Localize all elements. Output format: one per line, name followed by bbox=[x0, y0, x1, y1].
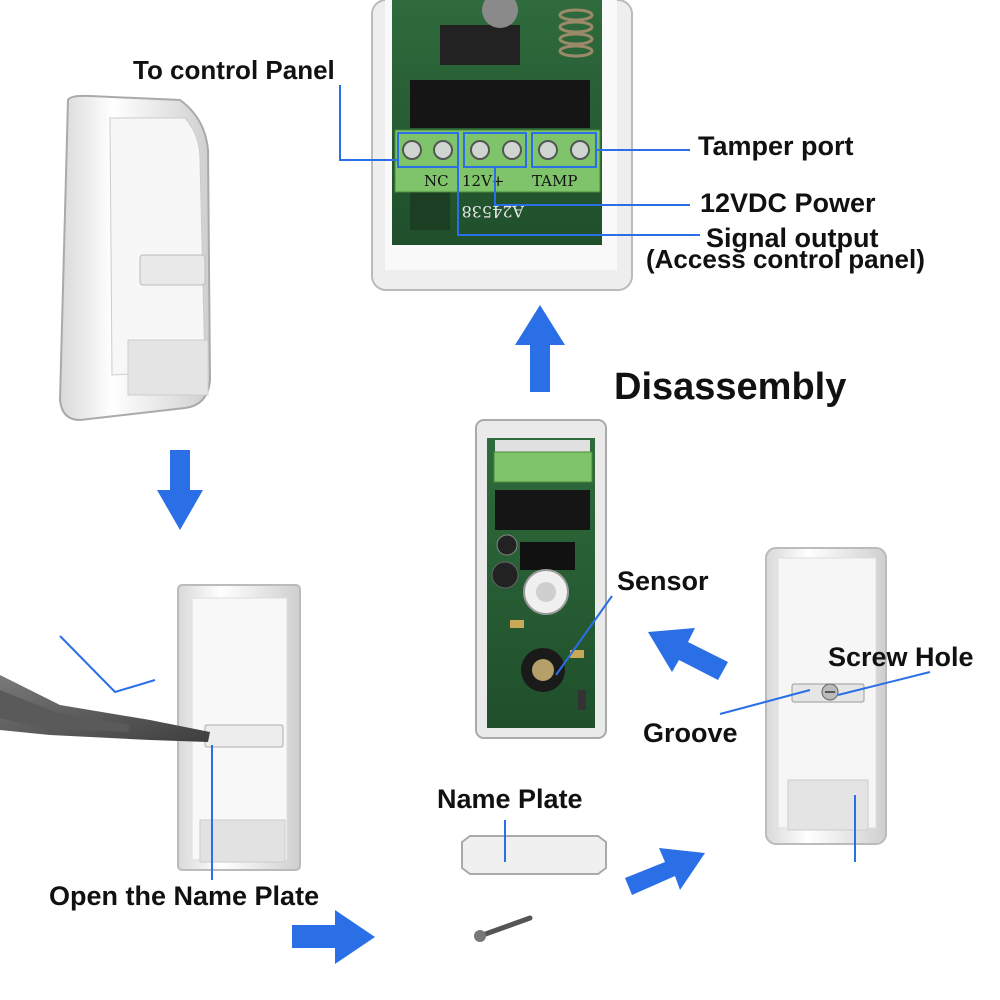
name-plate bbox=[461, 835, 607, 875]
leader-lines-left bbox=[59, 635, 213, 880]
board-code: A24538 bbox=[462, 202, 525, 221]
label-signal-output: Signal output bbox=[706, 223, 879, 253]
screw-hole-icon bbox=[821, 683, 839, 701]
label-screw-hole: Screw Hole bbox=[828, 642, 974, 672]
label-access-control: (Access control panel) bbox=[646, 244, 925, 274]
screw-icon bbox=[474, 915, 533, 942]
pin-label-power: 12V+ bbox=[462, 172, 505, 190]
label-groove: Groove bbox=[643, 718, 738, 748]
detector-open-pcb bbox=[475, 419, 607, 739]
arrow-right-icon bbox=[292, 910, 375, 964]
arrow-left-icon bbox=[648, 628, 728, 680]
label-name-plate: Name Plate bbox=[437, 784, 583, 814]
pin-label-nc: NC bbox=[424, 172, 449, 190]
board-closeup: NC 12V+ TAMP A24538 bbox=[371, 0, 633, 291]
label-sensor: Sensor bbox=[617, 566, 709, 596]
arrow-up-right-icon bbox=[625, 848, 705, 895]
arrow-up-icon bbox=[515, 305, 565, 392]
label-to-control-panel: To control Panel bbox=[133, 55, 335, 85]
leader-lines-top bbox=[339, 85, 700, 236]
label-open-name-plate: Open the Name Plate bbox=[49, 881, 320, 911]
pin-label-tamp: TAMP bbox=[532, 172, 577, 190]
arrow-down-icon bbox=[157, 450, 203, 530]
label-power: 12VDC Power bbox=[700, 188, 876, 218]
spring-icon bbox=[558, 8, 594, 58]
detector-assembled bbox=[58, 94, 212, 422]
leader-lines-right bbox=[719, 671, 931, 862]
leader-sensor bbox=[555, 595, 613, 676]
screwdriver-tool bbox=[0, 675, 210, 742]
label-tamper-port: Tamper port bbox=[698, 131, 854, 161]
detector-back-housing bbox=[765, 547, 887, 845]
detector-front-cover bbox=[177, 584, 301, 871]
page-title: Disassembly bbox=[614, 366, 847, 408]
terminal-block: NC 12V+ TAMP A24538 bbox=[394, 129, 601, 221]
